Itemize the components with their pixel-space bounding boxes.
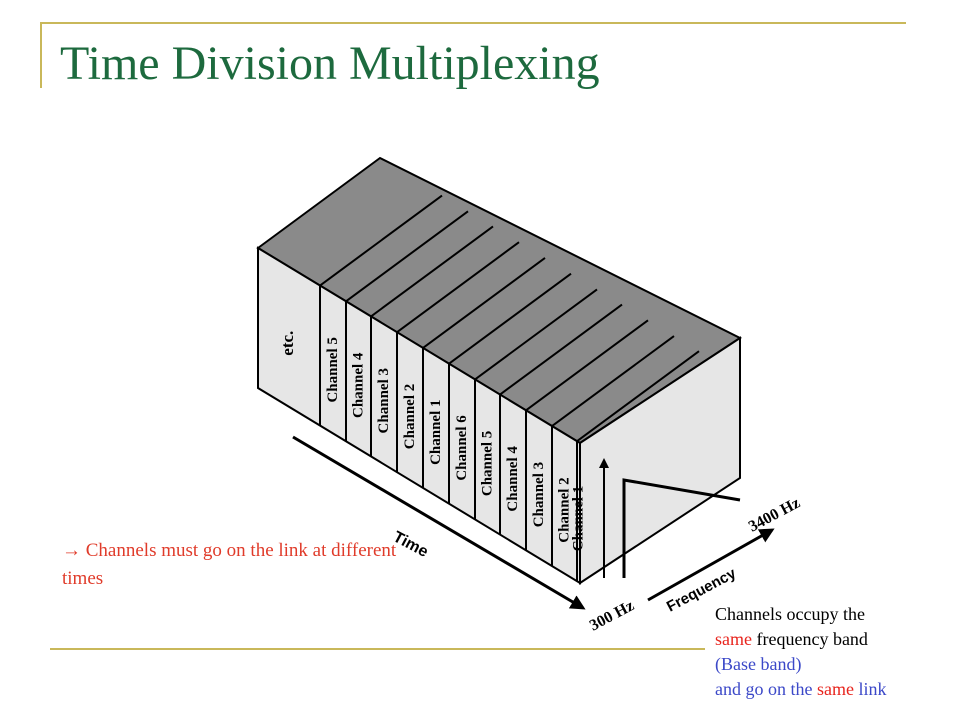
slot-label: Channel 2 xyxy=(402,384,418,449)
frame-left-line xyxy=(40,22,42,88)
frequency-band-note: Channels occupy the same frequency band … xyxy=(715,602,960,702)
note-line-4-post: link xyxy=(853,679,887,699)
slot-label: Channel 3 xyxy=(376,368,392,433)
channel-timing-note: → Channels must go on the link at differ… xyxy=(62,537,407,593)
low-frequency-label: 300 Hz xyxy=(587,597,637,634)
slot-divider-top xyxy=(319,194,443,287)
slot-divider-top xyxy=(448,272,572,365)
frame-top-line xyxy=(40,22,906,24)
channel-timing-text: Channels must go on the link at differen… xyxy=(62,540,397,589)
frequency-band-outline xyxy=(622,478,741,578)
slot-divider-top xyxy=(499,303,623,396)
frame-bottom-line xyxy=(50,648,705,650)
slot-divider-top xyxy=(396,241,520,333)
slot-label: Channel 1 xyxy=(571,486,587,551)
slot-label: Channel 5 xyxy=(325,337,341,402)
slot-divider-top xyxy=(576,350,700,442)
arrow-icon: → xyxy=(62,540,81,561)
tdm-box: etc. Channel 5 Channel 4 Channel 3 Channel 2… xyxy=(256,156,743,585)
slot-labels: etc. Channel 5 Channel 4 Channel 3 Channel 2… xyxy=(278,331,587,552)
note-line-2: same frequency band xyxy=(715,627,960,652)
note-same-highlight: same xyxy=(715,629,752,649)
time-axis-arrow xyxy=(292,435,586,610)
slot-dividers xyxy=(319,194,700,582)
frequency-axis-arrow xyxy=(647,528,775,602)
note-line-4: and go on the same link xyxy=(715,677,960,702)
note-same-link-highlight: same xyxy=(816,679,854,699)
slot-label: Channel 5 xyxy=(480,431,496,496)
slot-label: Channel 4 xyxy=(505,446,521,512)
slot-label: Channel 2 xyxy=(557,477,573,542)
slot-divider-top xyxy=(551,335,675,427)
slot-divider-top xyxy=(525,319,649,412)
note-line-1: Channels occupy the xyxy=(715,604,865,624)
slot-label: Channel 6 xyxy=(454,415,470,481)
slot-divider-top xyxy=(345,210,469,303)
note-line-2-rest: frequency band xyxy=(751,629,868,649)
high-frequency-label: 3400 Hz xyxy=(746,494,803,535)
slot-label: Channel 3 xyxy=(531,462,547,527)
slot-label: Channel 1 xyxy=(428,399,444,464)
page-title: Time Division Multiplexing xyxy=(60,37,600,90)
slot-divider-top xyxy=(422,257,546,349)
note-line-3: (Base band) xyxy=(715,654,802,674)
slot-label: etc. xyxy=(278,331,297,356)
slot-label: Channel 4 xyxy=(351,352,367,418)
slot-divider-top xyxy=(370,225,494,318)
note-line-4-pre: and go on the xyxy=(715,679,817,699)
slot-divider-top xyxy=(474,288,598,381)
